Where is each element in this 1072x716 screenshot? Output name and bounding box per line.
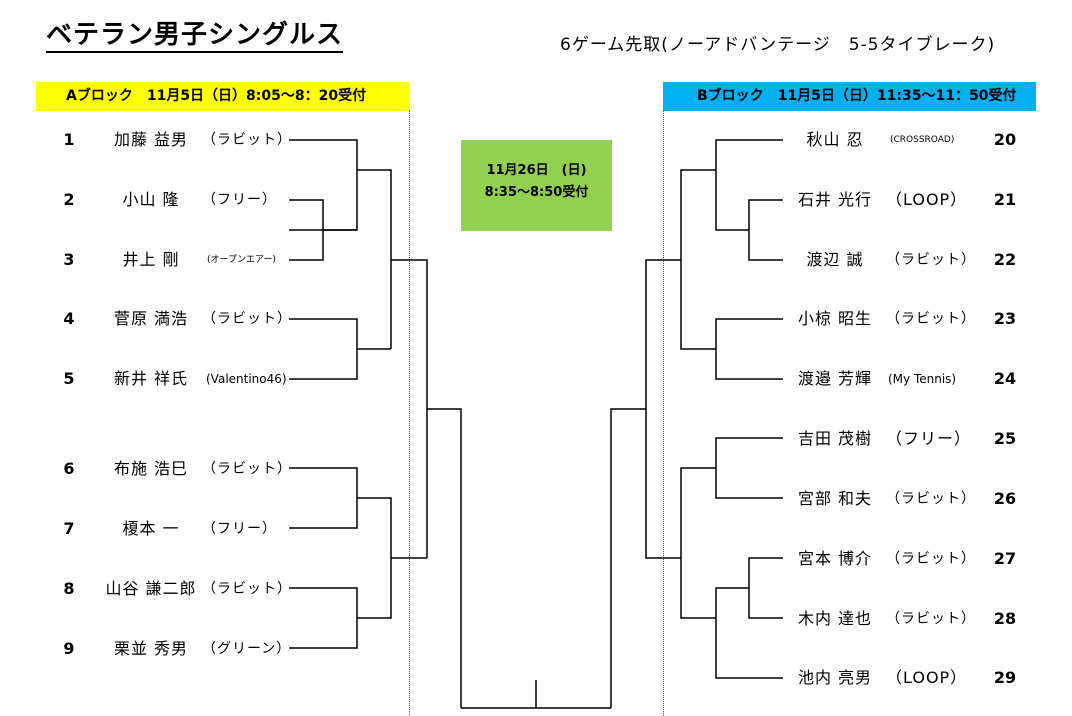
player-club: (CROSSROAD) xyxy=(890,135,955,145)
player-club: （ラビット） xyxy=(886,311,976,327)
player-club: （ラビット） xyxy=(202,132,292,148)
player-number: 29 xyxy=(993,668,1017,687)
player-number: 9 xyxy=(63,639,75,658)
player-club: （ラビット） xyxy=(886,551,976,567)
final-time: 8:35〜8:50受付 xyxy=(484,185,589,200)
final-info-box: 11月26日 (日) 8:35〜8:50受付 xyxy=(461,140,612,231)
bracket-lines-a xyxy=(289,139,462,708)
player-club: （LOOP） xyxy=(886,190,968,209)
player-club: （グリーン） xyxy=(202,641,292,657)
player-club: （フリー） xyxy=(202,521,277,537)
bracket-lines-final xyxy=(461,680,611,709)
player-name: 池内 亮男 xyxy=(797,668,873,687)
player-name: 菅原 満浩 xyxy=(113,309,189,328)
player-name: 宮部 和夫 xyxy=(797,489,873,508)
block-b-header: Bブロック 11月5日（日）11:35〜11：50受付 xyxy=(663,82,1036,111)
player-club: （LOOP） xyxy=(886,668,968,687)
player-club: （ラビット） xyxy=(886,491,976,507)
player-club: （ラビット） xyxy=(886,252,976,268)
player-club: （ラビット） xyxy=(202,581,292,597)
player-number: 21 xyxy=(993,190,1017,209)
player-club: (オープンエアー) xyxy=(207,255,276,265)
player-number: 7 xyxy=(63,519,75,538)
player-number: 5 xyxy=(63,369,75,388)
player-number: 25 xyxy=(993,429,1017,448)
block-a-header: Aブロック 11月5日（日）8:05〜8：20受付 xyxy=(36,82,410,111)
player-name: 渡邉 芳輝 xyxy=(797,369,873,388)
page-title: ベテラン男子シングルス xyxy=(46,20,344,53)
player-number: 28 xyxy=(993,609,1017,628)
player-number: 24 xyxy=(993,369,1017,388)
player-name: 榎本 一 xyxy=(122,519,180,538)
player-number: 6 xyxy=(63,459,75,478)
player-name: 吉田 茂樹 xyxy=(797,429,873,448)
player-club: （ラビット） xyxy=(202,461,292,477)
player-club: （フリー） xyxy=(886,429,972,448)
player-club: (My Tennis) xyxy=(888,372,957,386)
player-name: 井上 剛 xyxy=(122,250,180,269)
player-name: 木内 達也 xyxy=(797,609,873,628)
player-name: 栗並 秀男 xyxy=(113,639,189,658)
player-number: 26 xyxy=(993,489,1017,508)
player-name: 渡辺 誠 xyxy=(806,250,864,269)
player-name: 新井 祥氏 xyxy=(113,369,189,388)
player-number: 20 xyxy=(993,130,1017,149)
player-number: 2 xyxy=(63,190,75,209)
bracket-lines-b xyxy=(610,139,783,708)
player-club: （ラビット） xyxy=(202,311,292,327)
player-name: 秋山 忍 xyxy=(806,130,864,149)
player-name: 山谷 謙二郎 xyxy=(105,579,197,598)
player-name: 加藤 益男 xyxy=(113,130,189,149)
player-name: 小椋 昭生 xyxy=(797,309,873,328)
block-a-divider xyxy=(409,111,410,716)
player-number: 4 xyxy=(63,309,75,328)
block-b-divider xyxy=(663,111,664,716)
player-name: 布施 浩巳 xyxy=(113,459,189,478)
player-number: 3 xyxy=(63,250,75,269)
player-club: （ラビット） xyxy=(886,611,976,627)
player-number: 23 xyxy=(993,309,1017,328)
player-name: 小山 隆 xyxy=(122,190,180,209)
match-rule: 6ゲーム先取(ノーアドバンテージ 5-5タイブレーク) xyxy=(560,35,996,55)
player-club: (Valentino46) xyxy=(206,372,287,386)
player-name: 石井 光行 xyxy=(797,190,873,209)
player-number: 8 xyxy=(63,579,75,598)
player-number: 27 xyxy=(993,549,1017,568)
player-club: （フリー） xyxy=(202,192,277,208)
final-date: 11月26日 (日) xyxy=(486,163,587,178)
player-number: 22 xyxy=(993,250,1017,269)
player-name: 宮本 博介 xyxy=(797,549,873,568)
player-number: 1 xyxy=(63,130,75,149)
